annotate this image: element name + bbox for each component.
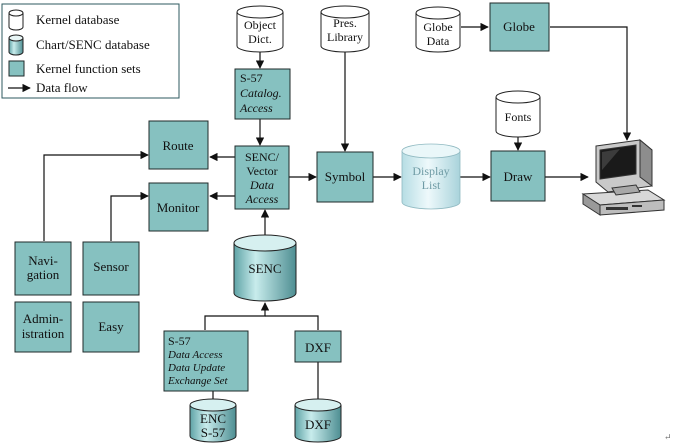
symbol-box: Symbol — [316, 151, 374, 203]
senc-db-label: SENC — [248, 261, 281, 276]
dxf-db: DXF — [294, 398, 342, 443]
s57-catalog-label-1: S-57 — [240, 71, 263, 85]
pres-library-label-2: Library — [327, 30, 363, 44]
dxf-db-label: DXF — [305, 417, 331, 432]
administration-label-2: istration — [22, 326, 65, 341]
sensor-label: Sensor — [93, 259, 129, 274]
navigation-label-1: Navi- — [28, 253, 58, 268]
globe-data-label-2: Data — [427, 34, 450, 48]
connectors — [43, 22, 632, 400]
senc-vector-label-2: Vector — [246, 164, 277, 178]
legend: Kernel database Chart/SENC database Kern… — [1, 3, 180, 99]
pres-library-db: Pres. Library — [320, 5, 370, 53]
s57-catalog-label-3: Access — [239, 101, 273, 115]
senc-vector-label-1: SENC/ — [245, 150, 280, 164]
arrow-dxf-sencdb — [265, 315, 319, 330]
draw-label: Draw — [504, 169, 533, 184]
s57-catalog-label-2: Catalog. — [240, 86, 282, 100]
object-dict-db: Object Dict. — [236, 5, 284, 53]
s57-update-label-3: Data Update — [167, 362, 225, 374]
globe-data-db: Globe Data — [415, 6, 461, 53]
legend-data-flow: Data flow — [36, 80, 88, 95]
legend-kernel-database: Kernel database — [36, 12, 120, 27]
globe-data-label-1: Globe — [423, 20, 452, 34]
fonts-db: Fonts — [495, 90, 541, 138]
arrow-globe-computer — [550, 26, 632, 141]
route-box: Route — [148, 120, 209, 170]
s57-catalog-box: S-57 Catalog. Access — [234, 68, 291, 120]
monitor-box: Monitor — [148, 182, 209, 232]
globe-box: Globe — [489, 2, 550, 52]
kernel-database-legend-icon — [8, 9, 24, 31]
senc-vector-box: SENC/ Vector Data Access — [234, 145, 290, 210]
sensor-box: Sensor — [82, 241, 140, 296]
kernel-function-sets-legend-icon — [8, 60, 25, 77]
administration-label-1: Admin- — [23, 311, 63, 326]
arrow-navigation-route — [43, 150, 149, 241]
arrow-sensor-monitor — [110, 191, 149, 241]
monitor-label: Monitor — [157, 200, 200, 215]
enc-s57-label-1: ENC — [200, 411, 226, 426]
draw-box: Draw — [490, 150, 546, 202]
object-dict-label-1: Object — [244, 18, 277, 32]
globe-label: Globe — [503, 19, 535, 34]
legend-chart-senc-database: Chart/SENC database — [36, 37, 150, 52]
s57-update-box: S-57 Data Access Data Update Exchange Se… — [163, 330, 249, 392]
dxf-box: DXF — [294, 330, 342, 363]
fonts-label: Fonts — [505, 110, 532, 124]
administration-box: Admin- istration — [14, 301, 72, 353]
object-dict-label-2: Dict. — [248, 32, 272, 46]
corner-return-mark: ↵ — [664, 432, 672, 442]
chart-senc-database-legend-icon — [8, 34, 24, 56]
dxf-label: DXF — [305, 340, 331, 355]
display-list-label-2: List — [422, 178, 441, 192]
senc-vector-label-3: Data — [249, 178, 274, 192]
s57-update-label-2: Data Access — [167, 349, 222, 361]
easy-label: Easy — [98, 319, 124, 334]
senc-db: SENC — [233, 234, 297, 302]
easy-box: Easy — [82, 301, 140, 353]
symbol-label: Symbol — [325, 169, 366, 184]
computer-workstation-icon — [581, 138, 666, 216]
display-list-label-1: Display — [412, 164, 449, 178]
s57-update-label-1: S-57 — [168, 334, 191, 348]
s57-update-label-4: Exchange Set — [167, 375, 228, 387]
legend-kernel-function-sets: Kernel function sets — [36, 61, 141, 76]
navigation-box: Navi- gation — [14, 241, 72, 296]
navigation-label-2: gation — [27, 267, 60, 282]
pres-library-label-1: Pres. — [333, 16, 357, 30]
arrow-s57update-sencdb — [204, 302, 270, 330]
route-label: Route — [162, 138, 193, 153]
enc-s57-label-2: S-57 — [201, 425, 226, 440]
enc-s57-db: ENC S-57 — [189, 398, 237, 443]
display-list-db: Display List — [401, 143, 461, 210]
senc-vector-label-4: Access — [245, 192, 279, 206]
